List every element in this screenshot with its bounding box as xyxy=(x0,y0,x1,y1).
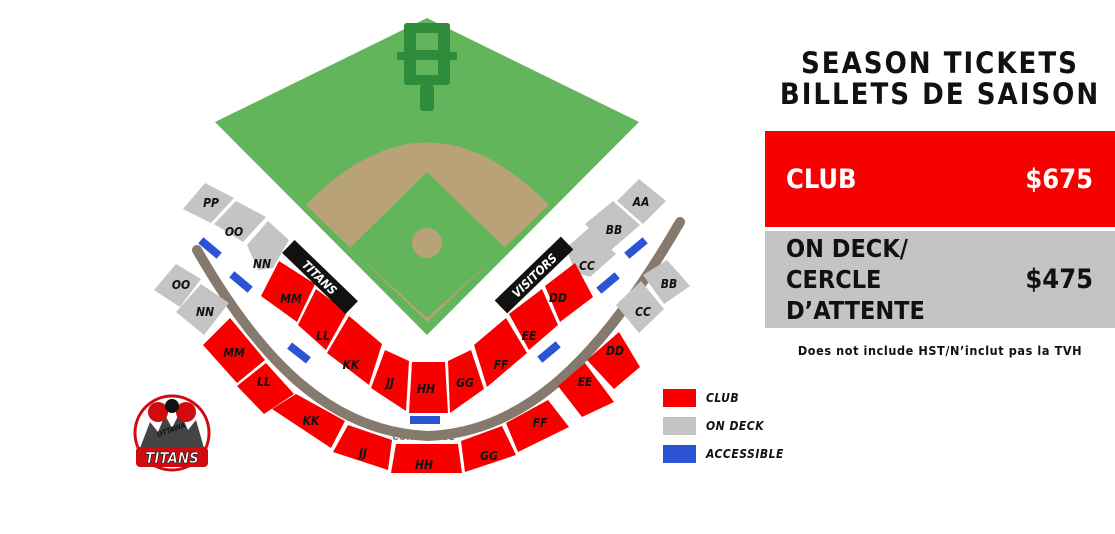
accessible-seating xyxy=(198,237,648,424)
label-oo-upper: OO xyxy=(225,225,243,239)
label-ee-outer: EE xyxy=(578,375,593,389)
label-gg-inner: GG xyxy=(456,376,474,390)
concourse-label: CONCOURSE xyxy=(393,432,457,443)
section-nn-lower[interactable] xyxy=(176,284,229,335)
label-dd-inner: DD xyxy=(549,291,567,305)
accessible-area[interactable] xyxy=(537,341,561,363)
label-cc-upper: CC xyxy=(579,259,595,273)
section-cc-lower[interactable] xyxy=(616,281,664,333)
label-gg-outer: GG xyxy=(480,449,498,463)
legend-label-accessible: ACCESSIBLE xyxy=(706,446,784,461)
club-price-box[interactable]: CLUB $675 xyxy=(765,131,1115,227)
label-bb-upper: BB xyxy=(606,223,622,237)
accessible-area[interactable] xyxy=(229,271,253,293)
section-ll-outer[interactable] xyxy=(237,363,294,414)
pricing-header: SEASON TICKETS BILLETS DE SAISON xyxy=(765,48,1115,110)
club-sections-outer xyxy=(203,318,640,473)
label-kk-outer: KK xyxy=(303,414,321,428)
label-ll-inner: LL xyxy=(316,329,330,343)
section-ll-inner[interactable] xyxy=(298,289,347,350)
accessible-area[interactable] xyxy=(198,237,222,259)
section-ee-inner[interactable] xyxy=(509,289,558,350)
legend-item-on-deck: ON DECK xyxy=(663,416,784,435)
legend-item-club: CLUB xyxy=(663,388,784,407)
title-english: SEASON TICKETS xyxy=(801,46,1079,80)
label-mm-inner: MM xyxy=(280,292,302,306)
section-ee-outer[interactable] xyxy=(558,363,614,417)
section-bb-lower[interactable] xyxy=(643,260,690,304)
club-sections-inner xyxy=(261,261,593,413)
club-price-label: CLUB xyxy=(786,163,857,195)
section-hh-outer[interactable] xyxy=(391,444,462,473)
accessible-area[interactable] xyxy=(624,237,648,259)
label-ff-inner: FF xyxy=(494,358,509,372)
on-deck-price-label: ON DECK/ CERCLE D’ATTENTE xyxy=(786,233,1025,326)
legend-label-club: CLUB xyxy=(706,390,740,405)
section-hh-inner[interactable] xyxy=(409,362,448,413)
label-ff-outer: FF xyxy=(533,416,548,430)
label-mm-outer: MM xyxy=(223,346,245,360)
accessible-area[interactable] xyxy=(596,272,620,294)
legend-swatch-on-deck xyxy=(663,416,696,435)
section-nn-upper[interactable] xyxy=(247,221,289,270)
on-deck-sections-left xyxy=(154,183,289,335)
section-jj-inner[interactable] xyxy=(371,350,409,411)
tax-note: Does not include HST/N’inclut pas la TVH xyxy=(797,343,1083,358)
on-deck-label-line2: CERCLE D’ATTENTE xyxy=(786,265,925,325)
section-jj-outer[interactable] xyxy=(333,425,392,470)
label-nn-upper: NN xyxy=(253,257,271,271)
label-oo-lower: OO xyxy=(172,278,190,292)
pitcher-mound xyxy=(412,228,442,258)
accessible-area[interactable] xyxy=(410,416,440,424)
label-ee-inner: EE xyxy=(522,329,537,343)
label-kk-inner: KK xyxy=(343,358,361,372)
section-oo-lower[interactable] xyxy=(154,264,201,307)
legend-item-accessible: ACCESSIBLE xyxy=(663,444,784,463)
section-ff-outer[interactable] xyxy=(506,400,569,452)
section-pp[interactable] xyxy=(183,183,234,223)
section-cc-upper[interactable] xyxy=(566,227,616,277)
label-hh-inner: HH xyxy=(417,382,435,396)
on-deck-price-box[interactable]: ON DECK/ CERCLE D’ATTENTE $475 xyxy=(765,231,1115,328)
logo-text-large: TITANS xyxy=(145,449,199,467)
label-hh-outer: HH xyxy=(415,458,433,472)
label-jj-outer: JJ xyxy=(357,446,367,460)
label-jj-inner: JJ xyxy=(384,376,394,390)
label-aa: AA xyxy=(632,195,650,209)
legend-swatch-accessible xyxy=(663,444,696,463)
label-cc-lower: CC xyxy=(635,305,651,319)
title-french: BILLETS DE SAISON xyxy=(779,77,1101,111)
section-kk-inner[interactable] xyxy=(327,316,382,385)
section-gg-inner[interactable] xyxy=(448,350,484,413)
label-ll-outer: LL xyxy=(257,375,271,389)
section-kk-outer[interactable] xyxy=(272,394,345,448)
accessible-area[interactable] xyxy=(287,342,311,364)
section-mm-outer[interactable] xyxy=(203,318,265,383)
legend-label-on-deck: ON DECK xyxy=(706,418,765,433)
label-pp: PP xyxy=(203,196,219,210)
on-deck-sections-right xyxy=(566,179,690,333)
section-dd-outer[interactable] xyxy=(587,332,640,389)
legend-swatch-club xyxy=(663,388,696,407)
legend: CLUB ON DECK ACCESSIBLE xyxy=(663,388,784,472)
section-ff-inner[interactable] xyxy=(474,318,527,387)
field-logo-icon xyxy=(397,23,457,111)
label-bb-lower: BB xyxy=(661,277,677,291)
section-gg-outer[interactable] xyxy=(461,426,516,472)
section-aa[interactable] xyxy=(617,179,666,224)
section-oo-upper[interactable] xyxy=(214,201,266,242)
section-mm-inner[interactable] xyxy=(261,261,315,322)
section-labels: PP OO NN OO NN MM LL KK JJ HH GG FF EE D… xyxy=(172,195,677,472)
on-deck-price-value: $475 xyxy=(1025,264,1093,295)
club-price-value: $675 xyxy=(1025,163,1093,195)
titans-logo-icon: OTTAWA TITANS xyxy=(133,394,211,472)
label-nn-lower: NN xyxy=(196,305,214,319)
concourse-walkway xyxy=(192,217,685,442)
on-deck-label-line1: ON DECK/ xyxy=(786,234,908,263)
section-dd-inner[interactable] xyxy=(545,263,593,322)
label-dd-outer: DD xyxy=(606,344,624,358)
